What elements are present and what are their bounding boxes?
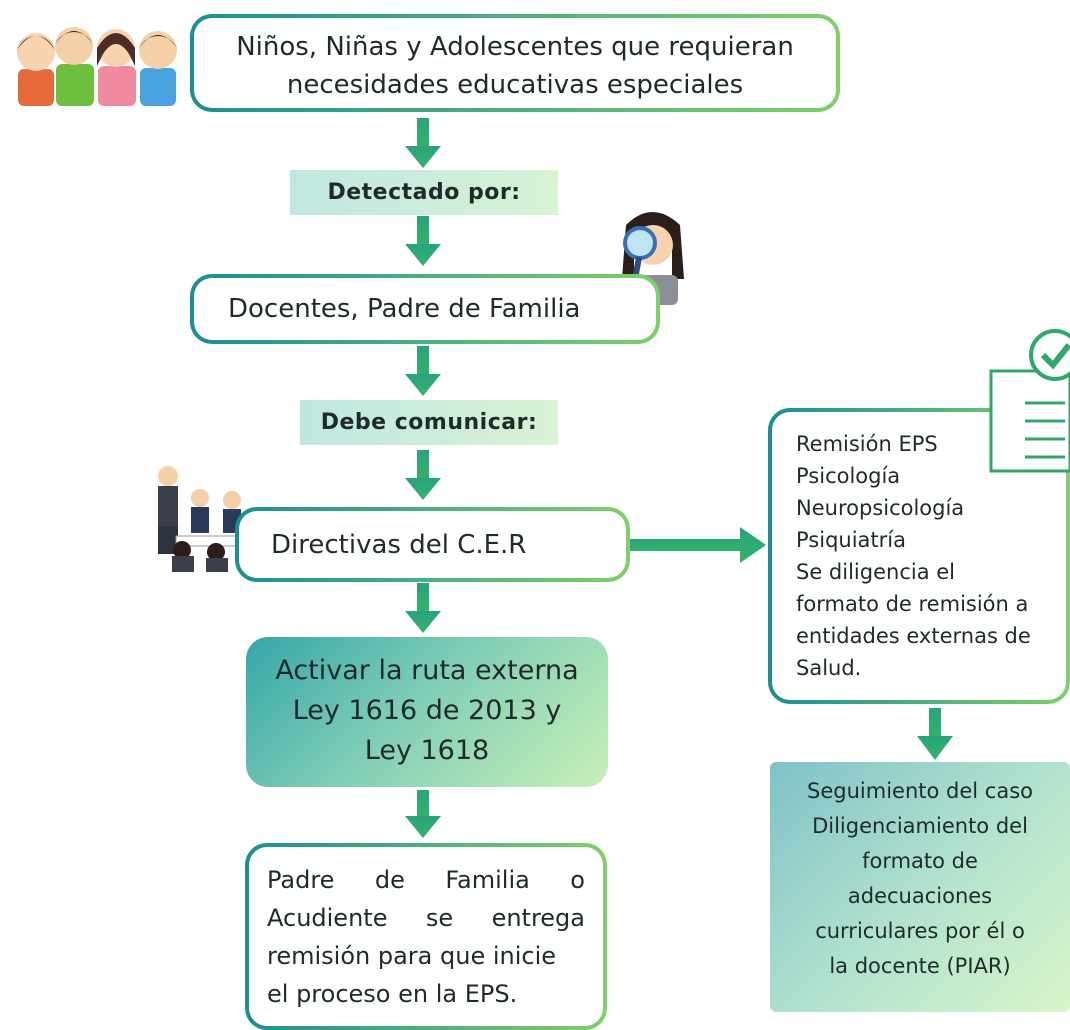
remission-line: Psicología: [796, 464, 901, 488]
remission-line: Neuropsicología: [796, 496, 965, 520]
directives-box: Directivas del C.E.R: [235, 507, 630, 582]
activate-route-line3: Ley 1618: [364, 735, 490, 766]
arrow-down-6: [405, 790, 441, 838]
parent-line2: Acudiente se entrega: [267, 904, 585, 932]
remission-line: Psiquiatría: [796, 528, 906, 552]
arrow-right: [628, 527, 766, 563]
arrow-down-5: [405, 583, 441, 633]
arrow-down-2: [405, 216, 441, 266]
followup-line: formato de: [862, 849, 978, 873]
remission-line: entidades externas de: [796, 624, 1031, 648]
arrow-down-4: [405, 450, 441, 500]
followup-line: curriculares por él o: [815, 919, 1025, 943]
target-population-box: Niños, Niñas y Adolescentes que requiera…: [190, 14, 840, 112]
arrow-down-right: [917, 708, 953, 760]
remission-line: Salud.: [796, 656, 862, 680]
followup-line: Diligenciamiento del: [812, 814, 1028, 838]
meeting-illustration: [148, 462, 254, 572]
followup-line: adecuaciones: [847, 884, 993, 908]
remission-line: Se diligencia el: [796, 560, 955, 584]
must-communicate-label: Debe comunicar:: [300, 400, 558, 445]
arrow-down-1: [405, 118, 441, 168]
parent-line3: remisión para que inicie: [267, 942, 557, 970]
parent-line1: Padre de Familia o: [267, 866, 585, 894]
activate-route-line2: Ley 1616 de 2013 y: [292, 695, 562, 726]
activate-route-line1: Activar la ruta externa: [275, 655, 579, 686]
activate-route-box: Activar la ruta externa Ley 1616 de 2013…: [246, 637, 608, 787]
followup-box: Seguimiento del caso Diligenciamiento de…: [770, 762, 1070, 1012]
followup-line: la docente (PIAR): [829, 954, 1011, 978]
remission-line: Remisión EPS: [796, 432, 938, 456]
parent-line4: el proceso en la EPS.: [267, 980, 518, 1008]
detectors-box: Docentes, Padre de Familia: [190, 274, 660, 344]
target-population-line1: Niños, Niñas y Adolescentes que requiera…: [236, 32, 794, 62]
children-illustration: [8, 14, 183, 106]
followup-line: Seguimiento del caso: [807, 779, 1033, 803]
detected-by-label: Detectado por:: [290, 170, 558, 215]
remission-line: formato de remisión a: [796, 592, 1029, 616]
arrow-down-3: [405, 346, 441, 396]
target-population-line2: necesidades educativas especiales: [286, 70, 744, 100]
parent-box: Padre de Familia o Acudiente se entrega …: [245, 843, 607, 1030]
detectors-text: Docentes, Padre de Familia: [228, 294, 581, 324]
document-check-icon: [985, 325, 1070, 475]
directives-text: Directivas del C.E.R: [271, 529, 527, 560]
